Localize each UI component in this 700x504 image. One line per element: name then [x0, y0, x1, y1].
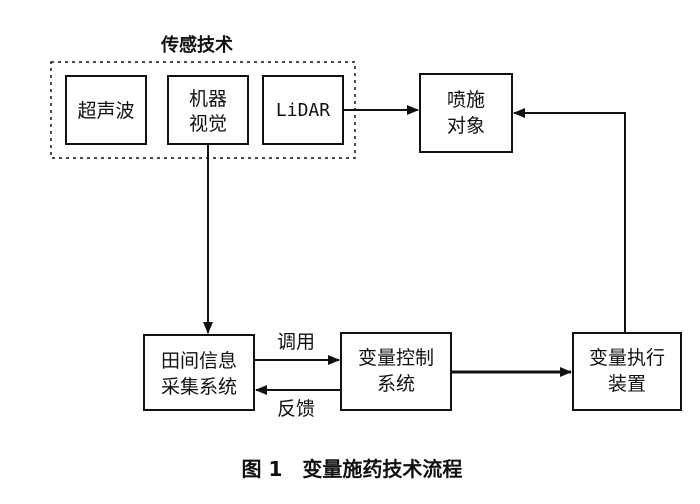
node-variable-control-line1: 变量控制: [358, 347, 434, 369]
figure-caption: 图 1 变量施药技术流程: [242, 457, 463, 481]
node-variable-control: 变量控制 系统: [340, 332, 452, 411]
arrow-actuator-to-target: [513, 108, 626, 333]
node-spray-target-line2: 对象: [447, 115, 485, 137]
edge-label-feedback: 反馈: [277, 398, 315, 420]
sensor-lidar-label: LiDAR: [276, 100, 330, 121]
node-variable-actuator-line2: 装置: [608, 373, 646, 395]
sensor-lidar: LiDAR: [262, 75, 344, 145]
sensor-ultrasonic: 超声波: [65, 75, 147, 145]
sensor-machine-vision-line2: 视觉: [189, 113, 227, 135]
node-field-info: 田间信息 采集系统: [143, 334, 255, 411]
node-variable-actuator: 变量执行 装置: [572, 332, 682, 411]
sensor-machine-vision-line1: 机器: [189, 88, 227, 110]
sensor-machine-vision: 机器 视觉: [167, 75, 249, 145]
node-variable-actuator-line1: 变量执行: [589, 347, 665, 369]
edge-label-call: 调用: [277, 331, 315, 353]
node-spray-target: 喷施 对象: [419, 73, 513, 153]
node-field-info-line1: 田间信息: [161, 350, 237, 372]
sensor-ultrasonic-label: 超声波: [77, 100, 134, 122]
node-field-info-line2: 采集系统: [161, 376, 237, 398]
sensing-group-title: 传感技术: [160, 34, 233, 56]
node-spray-target-line1: 喷施: [447, 89, 485, 111]
node-variable-control-line2: 系统: [377, 373, 415, 395]
